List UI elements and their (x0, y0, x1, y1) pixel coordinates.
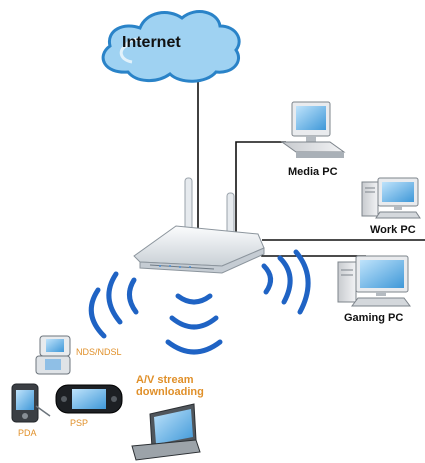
pda-icon (11, 383, 51, 423)
handheld-console-icon (35, 335, 71, 375)
wave-left-1 (127, 277, 139, 315)
internet-label: Internet (122, 34, 181, 51)
wave-right-3 (293, 249, 311, 315)
wave-bottom-2 (169, 315, 219, 330)
av-stream-label: A/V stream downloading (136, 374, 204, 398)
work-pc-label: Work PC (370, 224, 416, 236)
desktop-pc-icon (280, 101, 346, 158)
internet-cloud-icon (101, 10, 241, 83)
handheld-console-icon (55, 384, 123, 414)
wave-bottom-1 (175, 293, 213, 305)
wave-left-2 (106, 271, 123, 325)
wireless-router-icon (133, 177, 265, 274)
desktop-pc-icon (361, 177, 421, 219)
psp-label: PSP (70, 418, 89, 428)
wireless-signal (88, 249, 311, 355)
nds-label: NDS/NDSL (76, 347, 122, 357)
pda-label: PDA (18, 428, 37, 438)
laptop-icon (131, 403, 201, 461)
media-pc-label: Media PC (288, 166, 338, 178)
wave-right-1 (261, 263, 273, 295)
wave-bottom-3 (165, 339, 223, 355)
link-gaming-pc (261, 246, 366, 257)
link-media-pc (235, 141, 286, 232)
gaming-pc-label: Gaming PC (344, 312, 404, 324)
desktop-pc-icon (337, 255, 411, 307)
wave-right-2 (277, 255, 293, 305)
wave-left-3 (88, 287, 107, 339)
